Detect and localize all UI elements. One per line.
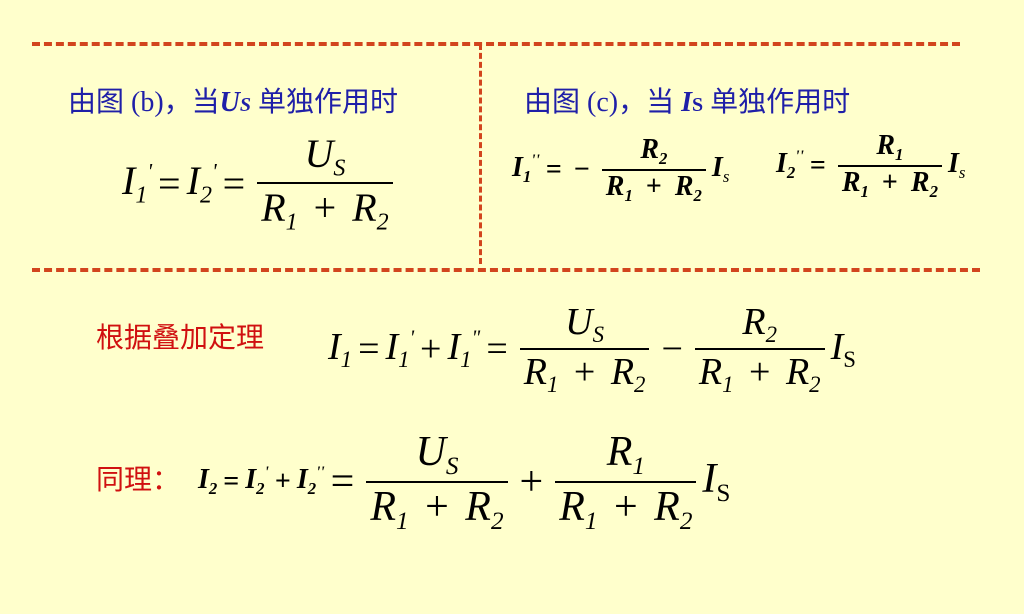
equation-i2-double-prime: I2'' = R1 R1 + R2 Is [776,130,966,201]
equation-i1-total: I1 = I1' + I1" = US R1 + R2 − R2 R1 + R2… [328,301,856,397]
equation-i1-prime: I1' = I2' = US R1 + R2 [122,130,399,237]
equation-i1-double-prime: I1'' = − R2 R1 + R2 Is [512,134,730,205]
case-is-label: 由图 (c)，当 IS 单独作用时 [524,87,851,118]
middle-divider [32,268,980,272]
vertical-divider [479,44,482,264]
superposition-label: 根据叠加定理 [96,323,265,354]
top-divider [32,42,960,46]
case-us-label: 由图 (b)，当US 单独作用时 [68,87,399,118]
similarly-label: 同理： [96,465,181,496]
equation-i2-total: I2 = I2' + I2'' = US R1 + R2 + R1 R1 + R… [198,429,731,535]
